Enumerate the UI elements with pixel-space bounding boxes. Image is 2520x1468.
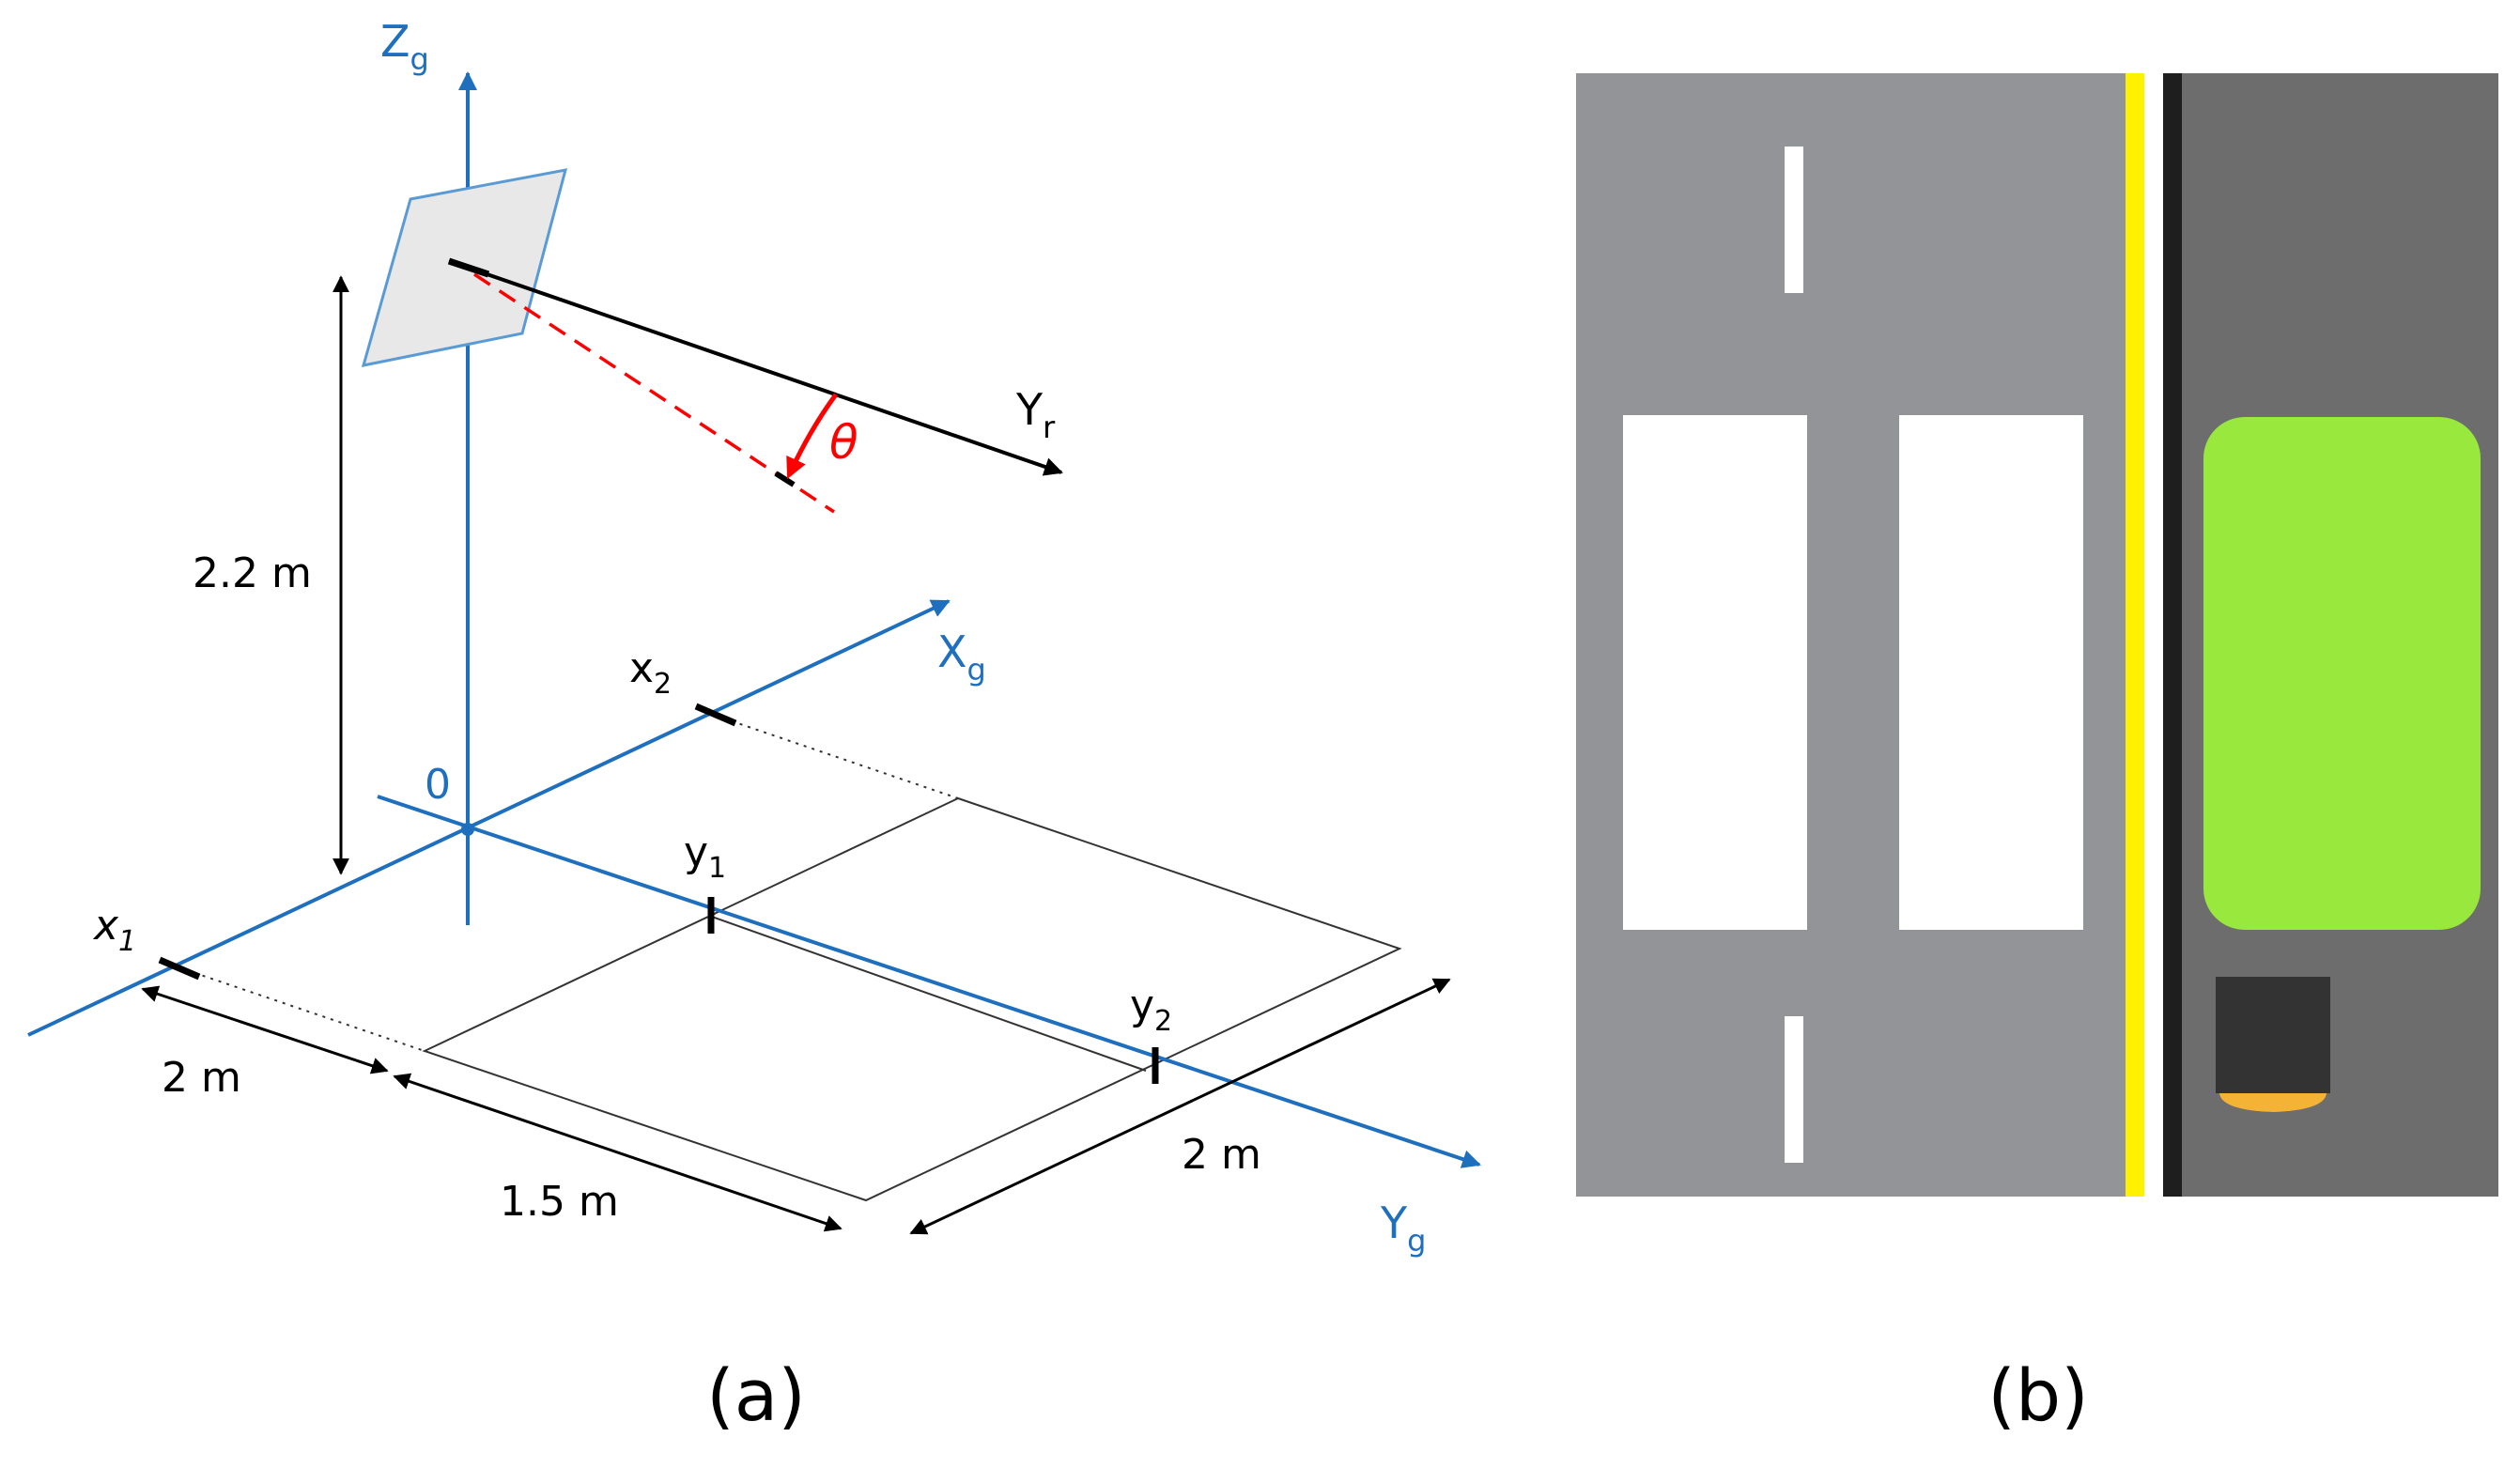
dim-y-length-arrow: [393, 1073, 843, 1232]
panel-b: (b): [1576, 73, 2498, 1437]
radar-boresight: [448, 259, 1063, 476]
dark-box: [2216, 977, 2330, 1093]
radar-axis-label: Yr: [1015, 384, 1056, 445]
tick-x2-label: x2: [629, 644, 672, 701]
x-axis: [27, 599, 951, 1037]
guide-x1: [178, 966, 425, 1052]
angle-arc: [786, 393, 839, 480]
guide-x2: [715, 715, 959, 799]
dim-height-label: 2.2 m: [193, 549, 312, 597]
amber-light: [2219, 1093, 2327, 1112]
tick-x1: [158, 956, 201, 981]
dim-x-offset-label: 2 m: [162, 1054, 241, 1102]
dim-x-offset-arrow: [141, 985, 389, 1074]
dim-y-length-label: 1.5 m: [500, 1178, 619, 1226]
white-block-left: [1623, 415, 1807, 930]
tick-x2: [694, 703, 737, 727]
dim-x-width-arrow: [909, 978, 1451, 1235]
angle-label: θ: [829, 415, 858, 470]
ground-axes: [27, 71, 1481, 1168]
x-axis-label: Xg: [937, 626, 986, 688]
tick-y2-label: y2: [1130, 981, 1172, 1038]
gap-strip: [2144, 73, 2163, 1197]
dim-x-width-label: 2 m: [1182, 1131, 1261, 1179]
radar-boresight-tick: [447, 257, 490, 278]
axis-ticks: [158, 703, 1159, 1084]
y-axis: [377, 795, 1481, 1168]
tilted-direction: [473, 272, 835, 514]
dimension-arrows: [141, 275, 1451, 1235]
panel-a: Zg Xg Yg Yr 0 θ x1 x2 y1 y2 2.2 m 2 m 1.…: [27, 16, 1481, 1437]
white-block-right: [1899, 415, 2083, 930]
tick-x1-label: x1: [92, 902, 136, 958]
tick-y1-label: y1: [684, 828, 726, 885]
panel-a-caption: (a): [706, 1353, 806, 1437]
tilted-direction-tick: [774, 471, 796, 487]
y-axis-label: Yg: [1380, 1198, 1426, 1259]
lane-dash-bottom: [1785, 1016, 1803, 1163]
lane-dash-top: [1785, 147, 1803, 293]
panel-b-caption: (b): [1987, 1353, 2089, 1437]
z-axis-label: Zg: [380, 16, 429, 77]
dark-separator: [2163, 73, 2182, 1197]
origin-point: [461, 823, 474, 836]
origin-label: 0: [425, 761, 451, 809]
green-block: [2203, 417, 2481, 930]
guide-lines: [178, 715, 959, 1052]
yellow-line: [2126, 73, 2144, 1197]
ground-divider: [708, 915, 1147, 1072]
